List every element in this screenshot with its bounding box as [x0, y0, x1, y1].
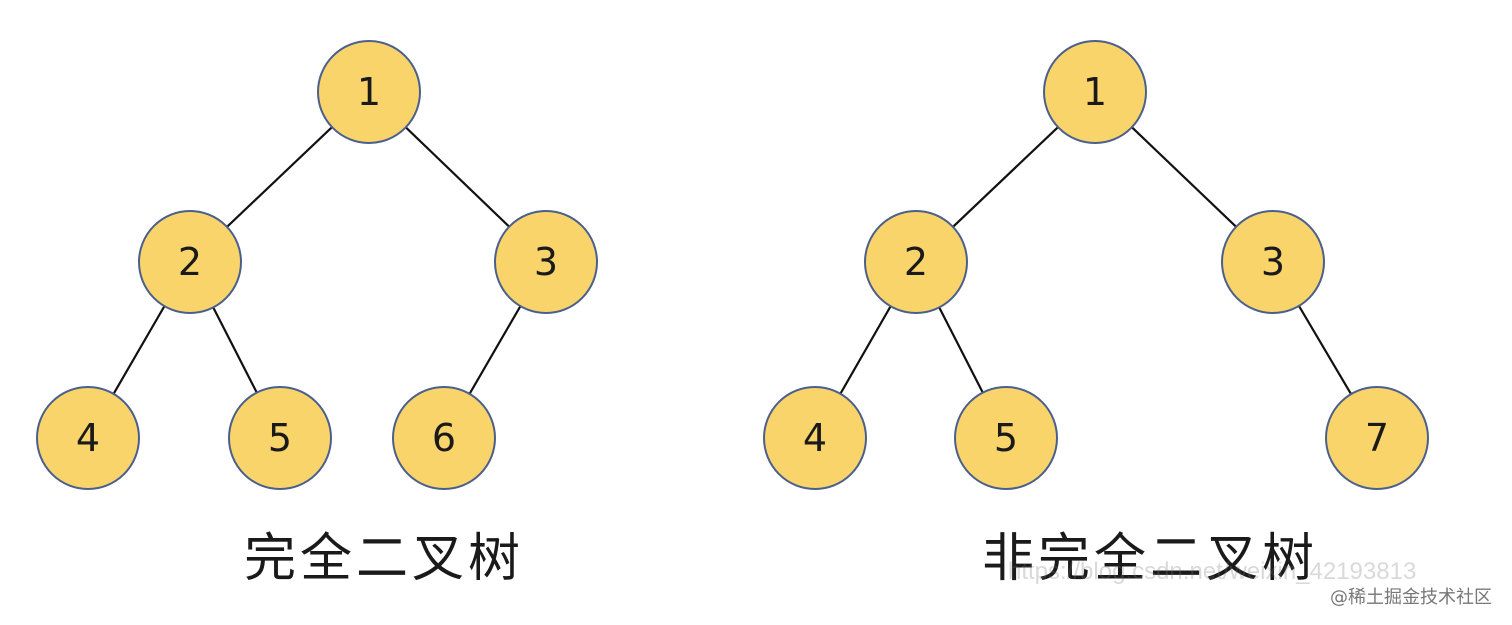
tree1-node-label-2: 2: [178, 240, 202, 284]
tree1-node-label-6: 6: [432, 416, 456, 460]
tree2-node-label-3: 3: [1261, 240, 1285, 284]
tree1-node-label-5: 5: [268, 416, 292, 460]
tree2-node-circle-7: [1325, 386, 1429, 490]
tree2-node-label-1: 1: [1083, 70, 1107, 114]
tree1-node-circle-6: [392, 386, 496, 490]
complete-binary-tree-caption: 完全二叉树: [244, 529, 525, 589]
tree1-node-label-1: 1: [357, 70, 381, 114]
tree1-node-circle-2: [138, 210, 242, 314]
watermark-url: https://blog.csdn.net/weixin_42193813: [1008, 558, 1417, 585]
tree2-node-5: 5: [954, 386, 1058, 490]
tree2-node-2: 2: [864, 210, 968, 314]
tree1-node-label-3: 3: [534, 240, 558, 284]
tree2-node-label-5: 5: [994, 416, 1018, 460]
tree2-node-3: 3: [1221, 210, 1325, 314]
tree1-node-2: 2: [138, 210, 242, 314]
tree1-node-label-4: 4: [76, 416, 100, 460]
tree1-node-1: 1: [317, 40, 421, 144]
tree1-node-4: 4: [36, 386, 140, 490]
tree2-node-circle-1: [1043, 40, 1147, 144]
tree1-node-5: 5: [228, 386, 332, 490]
tree2-node-7: 7: [1325, 386, 1429, 490]
tree1-node-circle-3: [494, 210, 598, 314]
nodes-layer: 1 2 3 4 5 6 1 2 3 4 5 7: [36, 40, 1429, 490]
tree2-node-label-4: 4: [803, 416, 827, 460]
tree2-node-label-7: 7: [1365, 416, 1389, 460]
tree2-node-circle-5: [954, 386, 1058, 490]
tree1-node-circle-1: [317, 40, 421, 144]
tree1-node-circle-4: [36, 386, 140, 490]
tree2-node-circle-2: [864, 210, 968, 314]
tree2-node-1: 1: [1043, 40, 1147, 144]
watermark-site: @稀土掘金技术社区: [1330, 587, 1492, 608]
tree2-node-4: 4: [763, 386, 867, 490]
tree1-node-3: 3: [494, 210, 598, 314]
non-complete-binary-tree-caption: 非完全二叉树: [982, 529, 1319, 589]
tree1-node-circle-5: [228, 386, 332, 490]
tree2-node-circle-4: [763, 386, 867, 490]
tree2-node-label-2: 2: [904, 240, 928, 284]
tree1-node-6: 6: [392, 386, 496, 490]
tree2-node-circle-3: [1221, 210, 1325, 314]
